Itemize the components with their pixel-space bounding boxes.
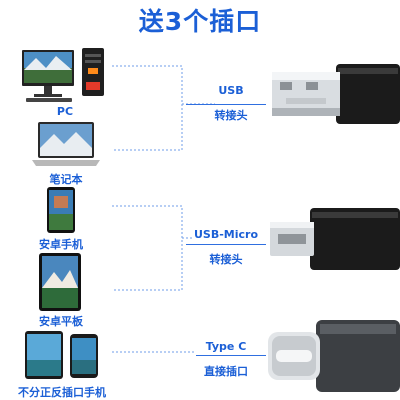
underline-type-c <box>196 355 266 356</box>
connector-name-usb: USB <box>218 84 244 97</box>
page-title: 送3个插口 <box>138 7 262 36</box>
type-c-phones-icon <box>25 331 98 379</box>
connector-name-type-c: Type C <box>205 340 247 353</box>
device-label-android-tablet: 安卓平板 <box>39 315 83 328</box>
connector-desc-usb-micro: 转接头 <box>209 253 243 266</box>
device-label-type-c-phone: 不分正反插口手机 <box>18 386 106 399</box>
connector-label-usb-micro: USB-Micro 转接头 <box>190 228 262 267</box>
laptop-icon <box>32 122 100 166</box>
device-label-laptop: 笔记本 <box>49 173 83 186</box>
connector-name-usb-micro: USB-Micro <box>193 228 259 241</box>
connector-label-usb: USB 转接头 <box>206 84 256 123</box>
android-tablet-icon <box>39 253 81 311</box>
pc-icon <box>22 48 104 102</box>
underline-usb <box>186 104 266 105</box>
android-phone-icon <box>47 187 75 233</box>
device-label-android-phone: 安卓手机 <box>39 238 83 251</box>
underline-usb-micro <box>186 244 266 245</box>
usb-a-connector-icon <box>272 64 400 124</box>
micro-usb-connector-icon <box>270 208 400 270</box>
type-c-connector-icon <box>268 320 400 392</box>
connector-label-type-c: Type C 直接插口 <box>196 340 256 379</box>
connector-desc-usb: 转接头 <box>214 109 248 122</box>
device-label-pc: PC <box>56 105 74 118</box>
connector-desc-type-c: 直接插口 <box>204 365 248 378</box>
